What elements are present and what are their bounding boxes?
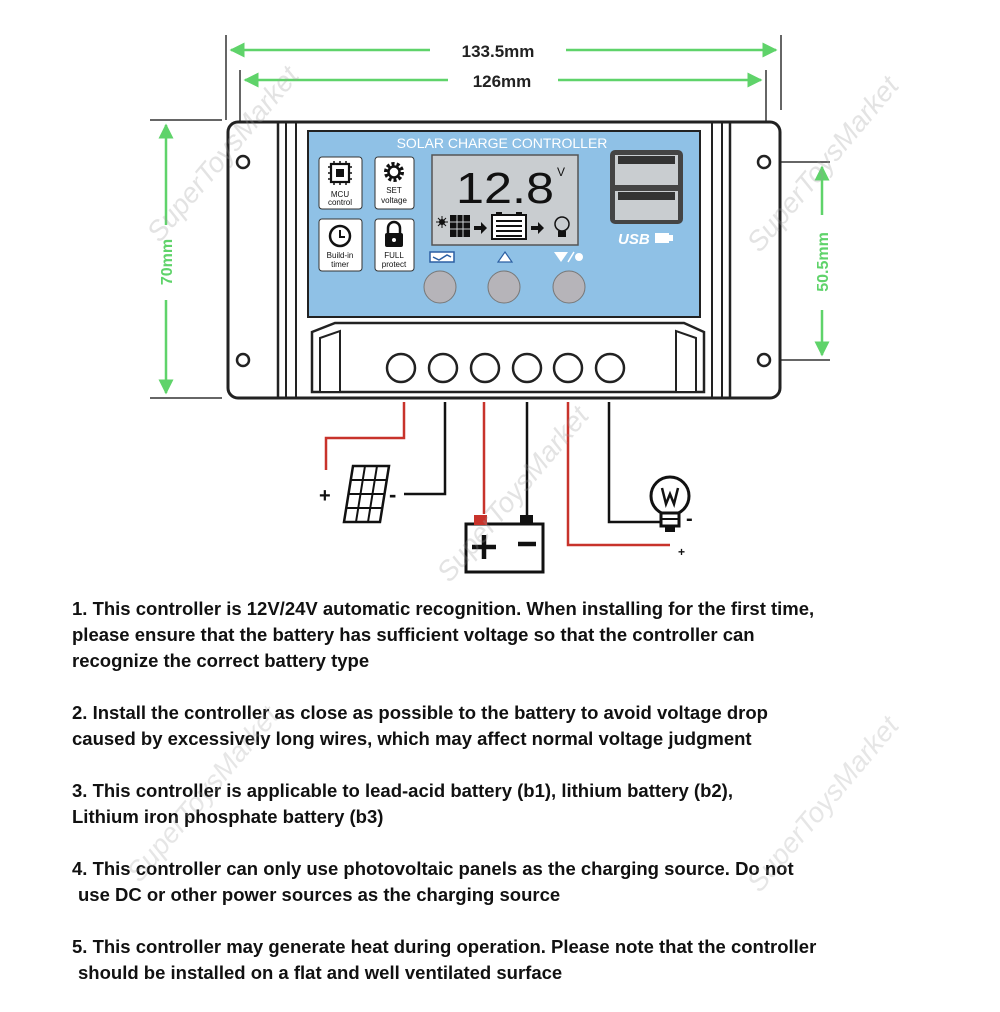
note-line: use DC or other power sources as the cha… bbox=[78, 884, 561, 905]
dimension-outer-width-label: 133.5mm bbox=[462, 42, 535, 61]
dimension-outer-width: 133.5mm bbox=[225, 35, 782, 120]
terminal-screw-6 bbox=[594, 352, 626, 384]
panel-button-1[interactable] bbox=[423, 270, 457, 304]
dimension-hole-spacing-label: 50.5mm bbox=[815, 232, 832, 292]
indicator-load-icon bbox=[554, 251, 583, 263]
note-3: 3. This controller is applicable to lead… bbox=[72, 778, 972, 830]
lcd-display: 12.8 V bbox=[431, 154, 579, 246]
dimension-height-label: 70mm bbox=[159, 239, 176, 285]
dimension-inner-width: 126mm bbox=[239, 70, 767, 140]
dimension-inner-width-label: 126mm bbox=[473, 72, 532, 91]
lcd-voltage-value: 12.8 bbox=[456, 164, 554, 213]
terminal-screw-3 bbox=[469, 352, 501, 384]
note-4: 4. This controller can only use photovol… bbox=[72, 856, 972, 908]
note-line: 5. This controller may generate heat dur… bbox=[72, 936, 817, 957]
panel-minus-sign: - bbox=[389, 482, 396, 507]
terminal-screw-1 bbox=[385, 352, 417, 384]
feature-full-protect: FULL protect bbox=[374, 218, 415, 272]
feature-timer-line2: timer bbox=[331, 260, 349, 269]
wire-load-positive bbox=[566, 402, 670, 547]
lcd-bulb-icon bbox=[554, 216, 570, 237]
arrow-right-icon bbox=[531, 222, 544, 234]
gear-icon bbox=[384, 162, 404, 182]
feature-mcu-line1: MCU bbox=[331, 190, 349, 199]
battery-icon bbox=[464, 515, 545, 574]
note-line: recognize the correct battery type bbox=[72, 650, 370, 671]
feature-set-line1: SET bbox=[386, 186, 402, 195]
installation-notes: 1. This controller is 12V/24V automatic … bbox=[72, 596, 972, 1012]
mount-hole-top-right bbox=[756, 154, 772, 170]
indicator-battery-icon bbox=[496, 250, 514, 263]
load-plus-sign: + bbox=[678, 545, 685, 559]
mount-hole-bottom-right bbox=[756, 352, 772, 368]
note-line: Lithium iron phosphate battery (b3) bbox=[72, 806, 384, 827]
indicator-panel-icon bbox=[429, 251, 455, 263]
note-line: 3. This controller is applicable to lead… bbox=[72, 780, 733, 801]
panel-plus-sign: + bbox=[319, 485, 331, 507]
lcd-battery-icon bbox=[491, 212, 527, 240]
dimension-height: 70mm bbox=[150, 119, 222, 399]
feature-timer-line1: Build-in bbox=[327, 251, 354, 260]
dimension-hole-spacing: 50.5mm bbox=[780, 161, 832, 361]
clock-icon bbox=[328, 224, 352, 248]
chip-icon bbox=[328, 161, 352, 185]
note-line: 2. Install the controller as close as po… bbox=[72, 702, 768, 723]
controller-diagram: 133.5mm 126mm 70mm 50.5mm bbox=[141, 35, 906, 588]
note-line: 1. This controller is 12V/24V automatic … bbox=[72, 598, 815, 619]
lcd-panel-icon bbox=[450, 215, 470, 237]
light-bulb-icon bbox=[649, 475, 691, 532]
wire-load-negative bbox=[607, 402, 664, 524]
feature-set-line2: voltage bbox=[381, 196, 407, 205]
mount-hole-top-left bbox=[235, 154, 251, 170]
usb-ports bbox=[610, 150, 683, 224]
feature-mcu-line2: control bbox=[328, 198, 352, 207]
terminal-screw-4 bbox=[511, 352, 543, 384]
note-line: please ensure that the battery has suffi… bbox=[72, 624, 755, 645]
front-panel: SOLAR CHARGE CONTROLLER MCU control SET … bbox=[307, 130, 701, 318]
arrow-right-icon bbox=[474, 222, 487, 234]
lcd-voltage-unit: V bbox=[557, 165, 565, 179]
usb-label: USB bbox=[618, 231, 650, 248]
controller-title: SOLAR CHARGE CONTROLLER bbox=[397, 135, 608, 151]
note-1: 1. This controller is 12V/24V automatic … bbox=[72, 596, 972, 674]
feature-mcu-control: MCU control bbox=[318, 156, 363, 210]
feature-set-voltage: SET voltage bbox=[374, 156, 415, 210]
panel-button-3[interactable] bbox=[552, 270, 586, 304]
panel-button-2[interactable] bbox=[487, 270, 521, 304]
wire-panel-negative bbox=[404, 402, 447, 496]
note-line: 4. This controller can only use photovol… bbox=[72, 858, 794, 879]
usb-plug-icon bbox=[655, 233, 673, 243]
terminal-screw-5 bbox=[552, 352, 584, 384]
note-line: should be installed on a flat and well v… bbox=[78, 962, 563, 983]
terminal-screw-2 bbox=[427, 352, 459, 384]
sun-icon bbox=[436, 216, 448, 228]
lock-icon bbox=[385, 220, 403, 247]
wiring bbox=[324, 402, 670, 547]
note-2: 2. Install the controller as close as po… bbox=[72, 700, 972, 752]
wire-panel-positive bbox=[324, 402, 406, 470]
solar-panel-icon bbox=[342, 464, 391, 524]
note-5: 5. This controller may generate heat dur… bbox=[72, 934, 972, 986]
terminal-block bbox=[310, 321, 706, 394]
load-minus-sign: - bbox=[686, 508, 693, 530]
feature-timer: Build-in timer bbox=[318, 218, 363, 272]
note-line: caused by excessively long wires, which … bbox=[72, 728, 752, 749]
mount-hole-bottom-left bbox=[235, 352, 251, 368]
feature-full-line1: FULL bbox=[384, 251, 404, 260]
feature-full-line2: protect bbox=[382, 260, 407, 269]
